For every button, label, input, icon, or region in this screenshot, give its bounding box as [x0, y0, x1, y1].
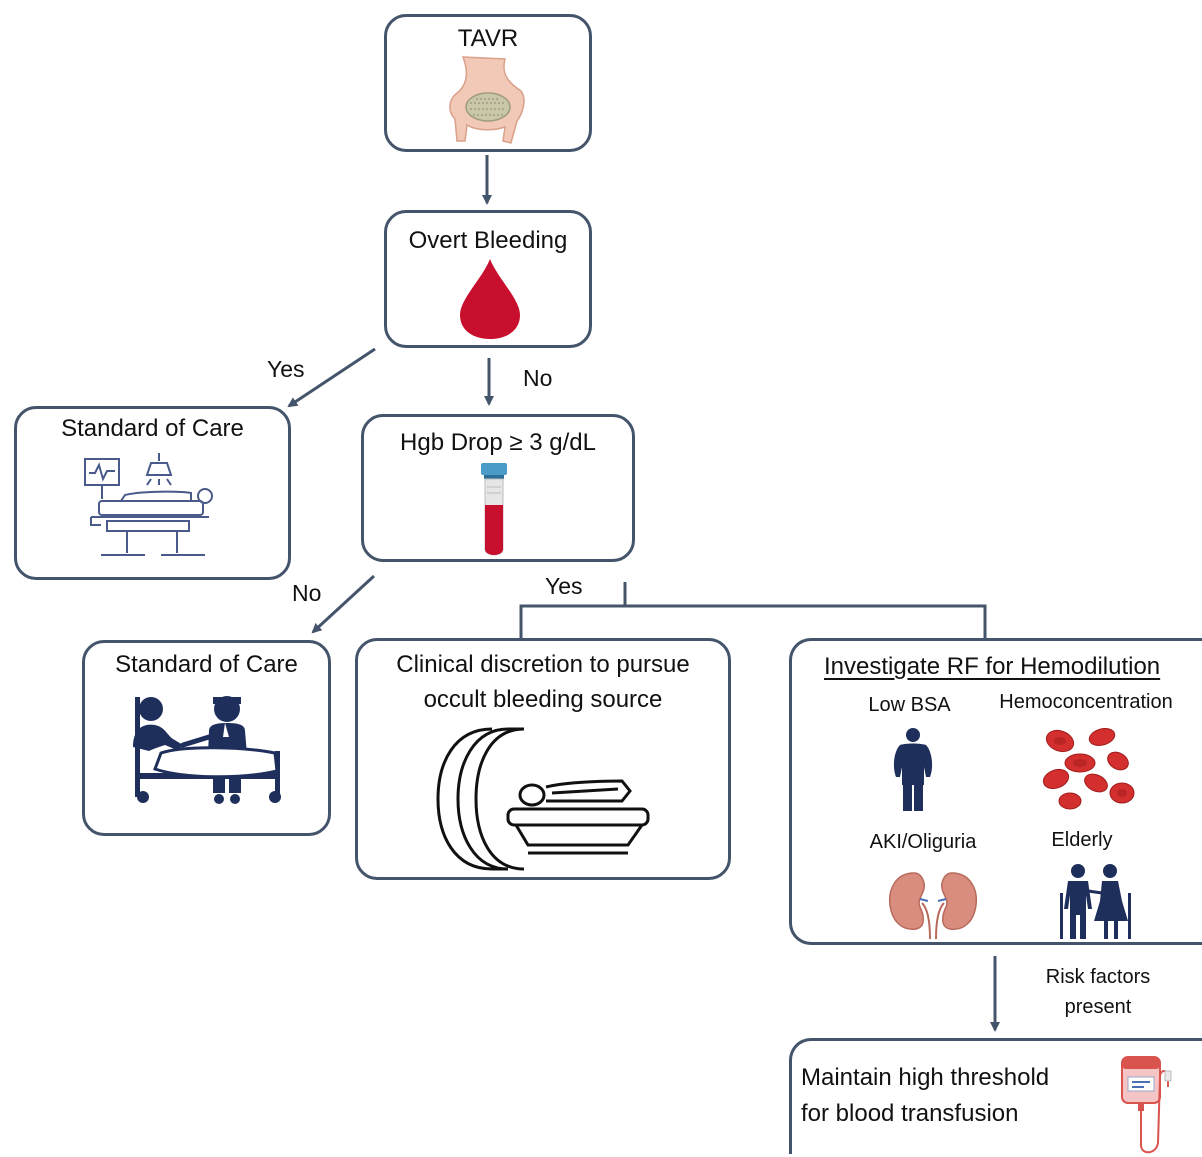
tavr-title: TAVR [457, 25, 519, 52]
arrow-overt-to-soc-yes [287, 347, 376, 408]
edge-label-no-overt: No [523, 365, 553, 391]
clinical-discretion-line2: occult bleeding source [423, 686, 663, 713]
factor-low-bsa-label: Low BSA [868, 694, 951, 716]
investigate-rf-node: Investigate RF for Hemodilution Low BSA … [789, 638, 1202, 945]
aortic-valve-icon [449, 56, 525, 144]
edge-label-risk-factors: Risk factors present [1030, 965, 1166, 1019]
risk-line-1: Risk factors [1045, 966, 1151, 988]
overt-bleeding-node: Overt Bleeding [384, 210, 592, 348]
maintain-threshold-line1: Maintain high threshold [801, 1064, 1050, 1091]
clinical-discretion-line1: Clinical discretion to pursue [396, 651, 690, 678]
blood-drop-icon [460, 259, 520, 339]
maintain-threshold-line2: for blood transfusion [801, 1100, 1019, 1127]
factor-elderly-label: Elderly [1051, 829, 1113, 851]
bracket-hgb-yes [519, 582, 987, 638]
arrow-hgb-to-soc-no [311, 574, 376, 634]
factor-aki-oliguria-label: AKI/Oliguria [869, 831, 977, 853]
standard-of-care-bottom-title: Standard of Care [115, 651, 298, 678]
standard-of-care-bottom-node: Standard of Care [82, 640, 331, 836]
kidneys-icon [888, 872, 978, 940]
tavr-node: TAVR [384, 14, 592, 152]
overweight-person-icon [893, 728, 933, 811]
doctor-patient-bed-icon [133, 696, 281, 804]
blood-bag-icon [1121, 1056, 1172, 1154]
edge-label-no-hgb: No [292, 580, 322, 606]
edge-label-yes-hgb: Yes [545, 573, 583, 599]
investigate-rf-title: Investigate RF for Hemodilution [824, 653, 1161, 680]
maintain-threshold-node: Maintain high threshold for blood transf… [789, 1038, 1202, 1154]
mri-scanner-icon [436, 727, 650, 871]
standard-of-care-top-node: Standard of Care [14, 406, 291, 580]
factor-hemoconcentration-label: Hemoconcentration [999, 691, 1173, 713]
blood-test-tube-icon [481, 463, 507, 556]
elderly-couple-icon [1060, 864, 1131, 939]
risk-line-2: present [1064, 996, 1132, 1018]
edge-label-yes-overt: Yes [267, 356, 305, 382]
clinical-discretion-node: Clinical discretion to pursue occult ble… [355, 638, 731, 880]
overt-bleeding-title: Overt Bleeding [408, 227, 568, 254]
hgb-drop-title: Hgb Drop ≥ 3 g/dL [400, 429, 596, 456]
red-blood-cells-icon [1042, 728, 1135, 810]
standard-of-care-top-title: Standard of Care [61, 415, 244, 442]
operating-room-icon [84, 453, 213, 556]
hgb-drop-node: Hgb Drop ≥ 3 g/dL [361, 414, 635, 562]
